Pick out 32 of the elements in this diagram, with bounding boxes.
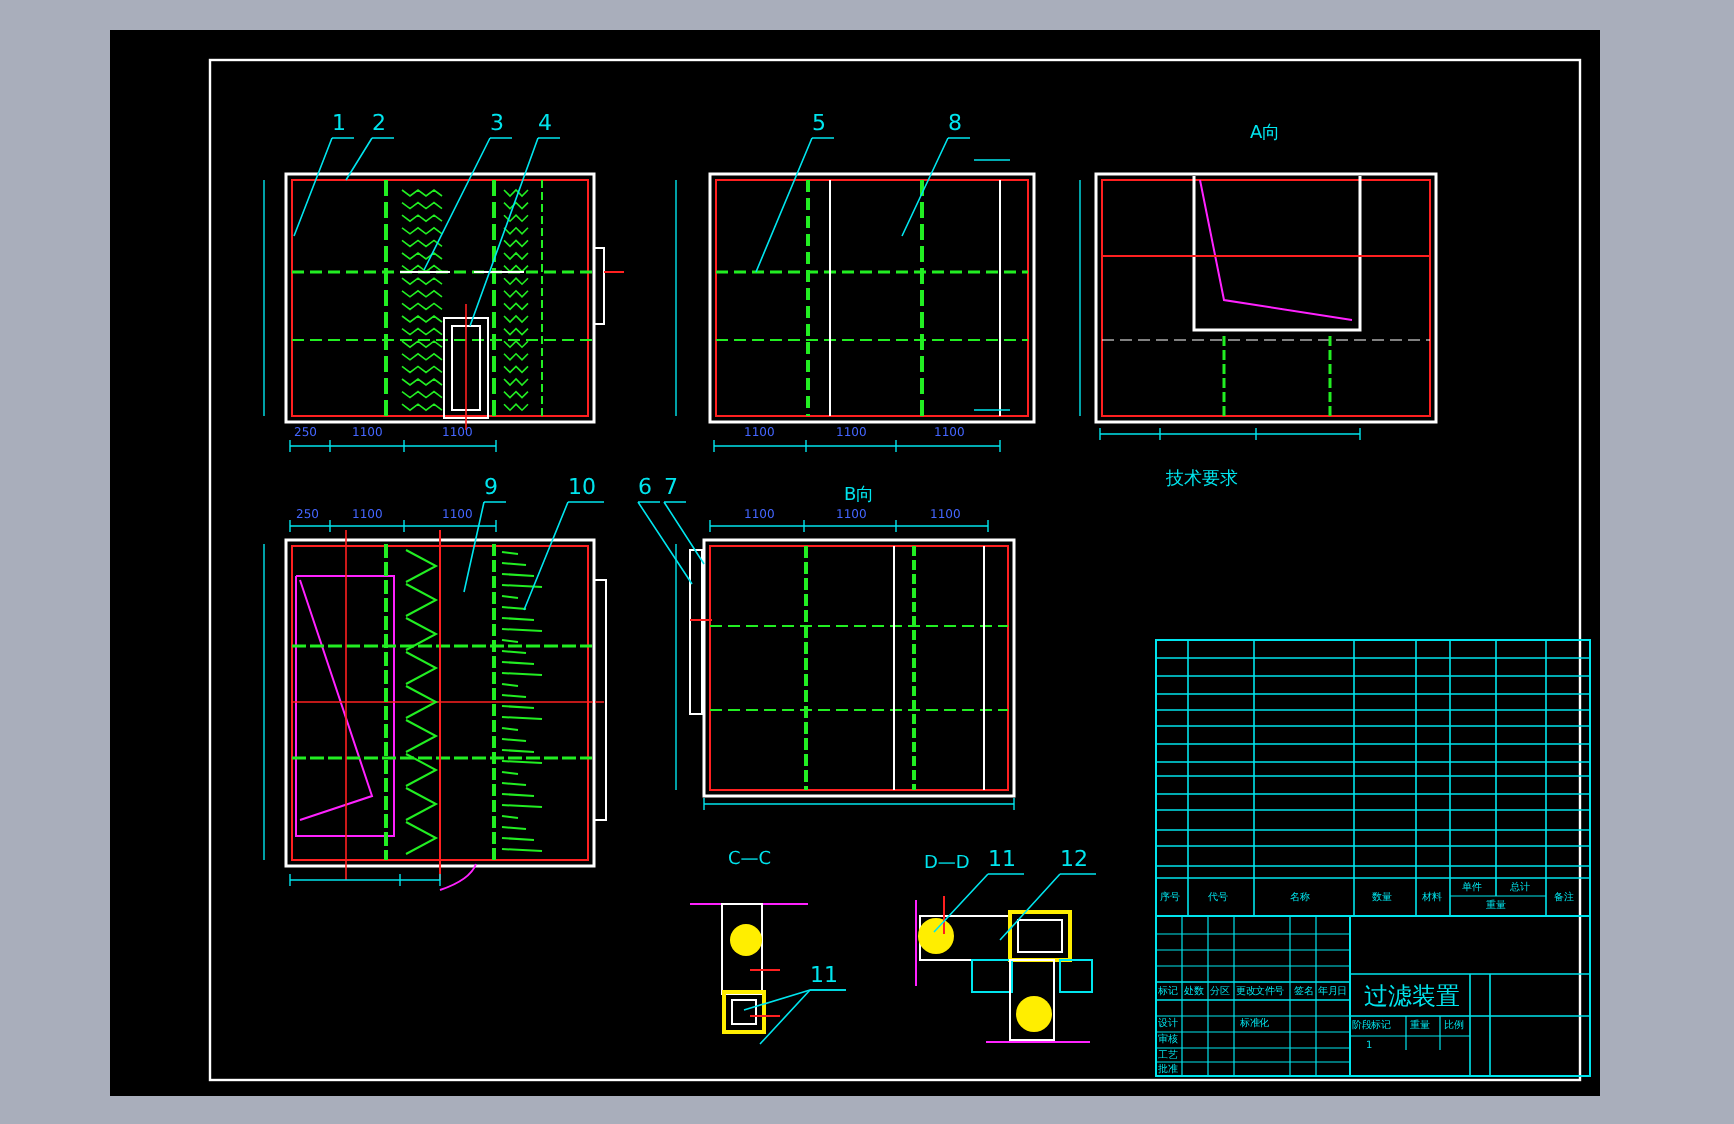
leader-line — [901, 137, 971, 237]
callout-number: 3 — [490, 112, 504, 136]
callout-number: 10 — [568, 476, 596, 500]
leader-line — [999, 873, 1097, 941]
notes-heading: 技术要求 — [1166, 472, 1238, 490]
view-title: B向 — [844, 488, 875, 506]
section-title: C—C — [728, 852, 772, 870]
callout-number: 7 — [664, 476, 678, 500]
leader-line — [663, 501, 705, 565]
callout-number: 11 — [810, 964, 838, 988]
callout-number: 12 — [1060, 848, 1088, 872]
callout-number: 11 — [988, 848, 1016, 872]
section-title: D—D — [924, 856, 970, 874]
leader-line — [469, 137, 561, 327]
leader-line — [423, 137, 513, 271]
leader-line — [759, 989, 847, 1045]
leader-line — [293, 137, 355, 237]
callout-number: 6 — [638, 476, 652, 500]
leader-line — [637, 501, 693, 585]
leader-line — [345, 137, 395, 181]
leader-line — [523, 501, 605, 611]
callout-number: 5 — [812, 112, 826, 136]
callout-number: 1 — [332, 112, 346, 136]
callout-number: 8 — [948, 112, 962, 136]
view-title: A向 — [1250, 126, 1281, 144]
leader-line — [755, 137, 835, 273]
leader-line — [933, 873, 1025, 933]
callout-number: 9 — [484, 476, 498, 500]
drawing-title: 过滤装置 — [1364, 982, 1460, 1012]
leader-line — [463, 501, 507, 593]
callout-number: 4 — [538, 112, 552, 136]
callout-number: 2 — [372, 112, 386, 136]
